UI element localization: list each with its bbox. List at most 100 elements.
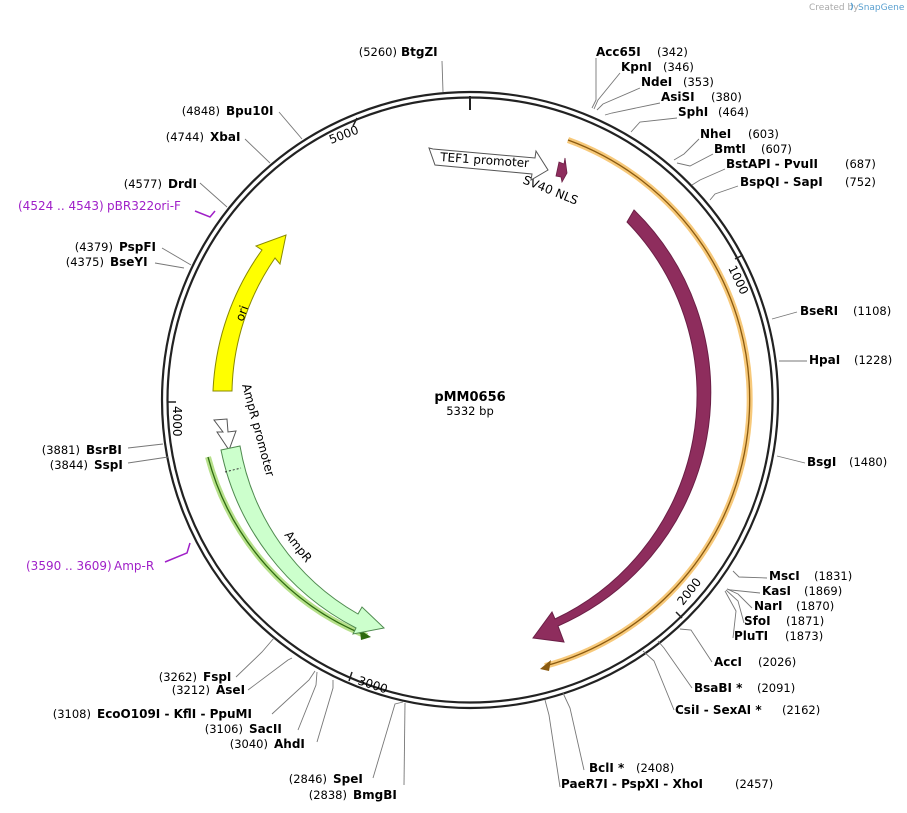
feature-label-sv40-nls: SV40 NLS bbox=[521, 173, 580, 208]
enzyme-asei[interactable]: AseI bbox=[216, 683, 245, 697]
enzyme-pos-fspi: (3262) bbox=[159, 670, 197, 684]
ampr-signal-dash bbox=[224, 467, 242, 473]
snapgene-logo-icon bbox=[850, 2, 854, 11]
enzyme-bsabi[interactable]: BsaBI * bbox=[694, 681, 743, 695]
primer-pbr322ori-f[interactable]: (4524 .. 4543) pBR322ori-F bbox=[18, 199, 216, 218]
enzyme-bpu10i[interactable]: Bpu10I bbox=[226, 104, 273, 118]
enzyme-kasi[interactable]: KasI bbox=[762, 584, 791, 598]
enzyme-pos-asei: (3212) bbox=[172, 683, 210, 697]
enzyme-asisi[interactable]: AsiSI bbox=[661, 90, 695, 104]
enzyme-leaders bbox=[127, 58, 807, 788]
enzyme-pos-bmgbi: (2838) bbox=[309, 788, 347, 802]
enzyme-pos-xbai: (4744) bbox=[166, 130, 204, 144]
enzyme-pos-ndei: (353) bbox=[683, 75, 714, 89]
primer-range-pbr322ori-f: (4524 .. 4543) bbox=[18, 199, 104, 213]
enzyme-ahdi[interactable]: AhdI bbox=[274, 737, 305, 751]
feature-label-ampr-promoter: AmpR promoter bbox=[239, 382, 277, 478]
enzyme-pos-sfoi: (1871) bbox=[786, 614, 824, 628]
enzyme-pos-bseri: (1108) bbox=[853, 304, 891, 318]
enzyme-pos-bseyi: (4375) bbox=[66, 255, 104, 269]
enzyme-hpai[interactable]: HpaI bbox=[809, 353, 840, 367]
enzyme-nari[interactable]: NarI bbox=[754, 599, 783, 613]
tick-label-5000: 5000 bbox=[327, 123, 361, 147]
enzyme-sfoi[interactable]: SfoI bbox=[744, 614, 771, 628]
feature-sv40-nls-arrow[interactable] bbox=[555, 157, 568, 184]
enzyme-ndei[interactable]: NdeI bbox=[641, 75, 672, 89]
enzyme-pos-spei: (2846) bbox=[289, 772, 327, 786]
enzyme-pos-btgzi: (5260) bbox=[359, 45, 397, 59]
enzyme-bspqi-sapi[interactable]: BspQI - SapI bbox=[740, 175, 823, 189]
enzyme-bstapi-pvuii[interactable]: BstAPI - PvuII bbox=[726, 157, 818, 171]
backbone-outer-ring bbox=[160, 90, 780, 710]
enzyme-pos-ahdi: (3040) bbox=[230, 737, 268, 751]
snapgene-credit: Created by SnapGene bbox=[809, 2, 905, 13]
enzyme-bseri[interactable]: BseRI bbox=[800, 304, 838, 318]
enzyme-pos-acc65i: (342) bbox=[657, 45, 688, 59]
enzyme-pos-nari: (1870) bbox=[796, 599, 834, 613]
ampr-highlight-line bbox=[207, 456, 368, 637]
primer-amp-r[interactable]: (3590 .. 3609) Amp-R bbox=[26, 542, 191, 573]
enzyme-drdi[interactable]: DrdI bbox=[168, 177, 197, 191]
enzyme-sacii[interactable]: SacII bbox=[249, 722, 282, 736]
enzyme-nhei[interactable]: NheI bbox=[700, 127, 731, 141]
enzyme-pos-kpni: (346) bbox=[663, 60, 694, 74]
feature-cry2-arrow[interactable] bbox=[532, 209, 712, 643]
enzyme-pos-sacii: (3106) bbox=[205, 722, 243, 736]
enzyme-bmti[interactable]: BmtI bbox=[714, 142, 746, 156]
tick-3000: 3000 bbox=[348, 671, 389, 696]
primer-name-amp-r: Amp-R bbox=[114, 559, 154, 573]
enzyme-paer7i-pspxi-xhoi[interactable]: PaeR7I - PspXI - XhoI bbox=[561, 777, 703, 791]
credit-prefix: Created by bbox=[809, 3, 859, 13]
enzyme-pos-bsrbi: (3881) bbox=[42, 443, 80, 457]
enzyme-pos-bmti: (607) bbox=[761, 142, 792, 156]
primer-range-amp-r: (3590 .. 3609) bbox=[26, 559, 112, 573]
enzyme-pos-ecoo109i-kfli-ppumi: (3108) bbox=[53, 707, 91, 721]
tick-label-4000: 4000 bbox=[170, 406, 184, 437]
enzyme-msci[interactable]: MscI bbox=[769, 569, 800, 583]
enzyme-btgzi[interactable]: BtgZI bbox=[401, 45, 438, 59]
enzyme-csii-sexai[interactable]: CsiI - SexAI * bbox=[675, 703, 762, 717]
feature-ori-arrow[interactable] bbox=[212, 234, 287, 392]
enzyme-sspi[interactable]: SspI bbox=[94, 458, 123, 472]
enzyme-pos-pluti: (1873) bbox=[785, 629, 823, 643]
enzyme-ecoo109i-kfli-ppumi[interactable]: EcoO109I - KflI - PpuMI bbox=[97, 707, 252, 721]
enzyme-acci[interactable]: AccI bbox=[714, 655, 742, 669]
enzyme-pos-kasi: (1869) bbox=[804, 584, 842, 598]
cry2-highlight-line bbox=[544, 139, 751, 667]
enzyme-pos-sspi: (3844) bbox=[50, 458, 88, 472]
cry2-highlight-arrowhead bbox=[540, 660, 551, 671]
enzyme-pos-asisi: (380) bbox=[711, 90, 742, 104]
enzyme-bseyi[interactable]: BseYI bbox=[110, 255, 148, 269]
enzyme-pos-hpai: (1228) bbox=[854, 353, 892, 367]
feature-tef1-promoter-arrow[interactable] bbox=[428, 147, 549, 181]
tick-4000: 4000 bbox=[167, 401, 184, 437]
enzyme-bmgbi[interactable]: BmgBI bbox=[353, 788, 397, 802]
enzyme-pos-bspqi-sapi: (752) bbox=[845, 175, 876, 189]
enzyme-pos-bpu10i: (4848) bbox=[182, 104, 220, 118]
enzyme-pos-sphi: (464) bbox=[718, 105, 749, 119]
plasmid-size: 5332 bp bbox=[446, 404, 494, 418]
enzyme-xbai[interactable]: XbaI bbox=[210, 130, 240, 144]
enzyme-bsgi[interactable]: BsgI bbox=[807, 455, 836, 469]
enzyme-pos-bsgi: (1480) bbox=[849, 455, 887, 469]
enzyme-pos-nhei: (603) bbox=[748, 127, 779, 141]
enzyme-bcli[interactable]: BclI * bbox=[589, 761, 625, 775]
enzyme-sphi[interactable]: SphI bbox=[678, 105, 708, 119]
enzyme-pluti[interactable]: PluTI bbox=[734, 629, 768, 643]
enzyme-bsrbi[interactable]: BsrBI bbox=[86, 443, 122, 457]
feature-label-ori: ori bbox=[233, 304, 251, 323]
enzyme-fspi[interactable]: FspI bbox=[203, 670, 231, 684]
feature-ampr-arrow[interactable] bbox=[220, 445, 386, 635]
enzyme-spei[interactable]: SpeI bbox=[333, 772, 363, 786]
enzyme-kpni[interactable]: KpnI bbox=[621, 60, 652, 74]
enzyme-acc65i[interactable]: Acc65I bbox=[596, 45, 641, 59]
plasmid-name: pMM0656 bbox=[434, 390, 505, 405]
feature-label-cry2: CRY2 bbox=[705, 434, 724, 467]
primer-name-pbr322ori-f: pBR322ori-F bbox=[107, 199, 181, 213]
enzyme-pspfi[interactable]: PspFI bbox=[119, 240, 156, 254]
enzyme-pos-csii-sexai: (2162) bbox=[782, 703, 820, 717]
tick-5000: 5000 bbox=[327, 117, 361, 147]
feature-ampr-promoter-arrow[interactable] bbox=[213, 418, 237, 452]
enzyme-pos-drdi: (4577) bbox=[124, 177, 162, 191]
